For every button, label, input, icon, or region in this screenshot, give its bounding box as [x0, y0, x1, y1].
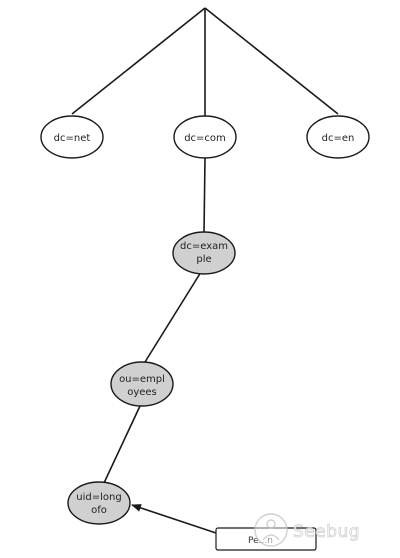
node-dc-com: dc=com	[173, 115, 237, 159]
node-dc-en-label: dc=en	[322, 133, 355, 144]
node-dc-net-label: dc=net	[54, 133, 91, 144]
node-ou-employees: ou=empl oyees	[110, 361, 174, 407]
entry-box-label: Pe...n	[248, 536, 273, 546]
node-uid-longofo: uid=long ofo	[67, 481, 131, 525]
node-ou-employees-label-line2: oyees	[127, 387, 157, 398]
edge-example-employees	[144, 271, 202, 363]
entry-box: Pe...n	[215, 527, 317, 551]
seebug-logo-icon	[254, 513, 288, 547]
edge-entry-arrow	[131, 504, 217, 534]
node-dc-example: dc=exam ple	[172, 231, 236, 275]
node-dc-example-label-line1: dc=exam	[180, 241, 228, 252]
node-uid-longofo-label-line1: uid=long	[76, 492, 121, 503]
node-dc-example-label-line2: ple	[196, 254, 211, 265]
edge-com-example	[203, 157, 206, 234]
edge-root-net	[71, 7, 206, 115]
edge-employees-uid	[103, 405, 141, 484]
node-dc-com-label: dc=com	[184, 133, 226, 144]
node-ou-employees-label-line1: ou=empl	[119, 374, 165, 385]
node-dc-en: dc=en	[306, 115, 370, 159]
edge-root-en	[204, 7, 339, 115]
node-uid-longofo-label-line2: ofo	[91, 505, 107, 516]
seebug-watermark-text: Seebug	[293, 522, 360, 542]
seebug-watermark: Seebug	[254, 513, 360, 547]
node-dc-net: dc=net	[40, 115, 104, 159]
